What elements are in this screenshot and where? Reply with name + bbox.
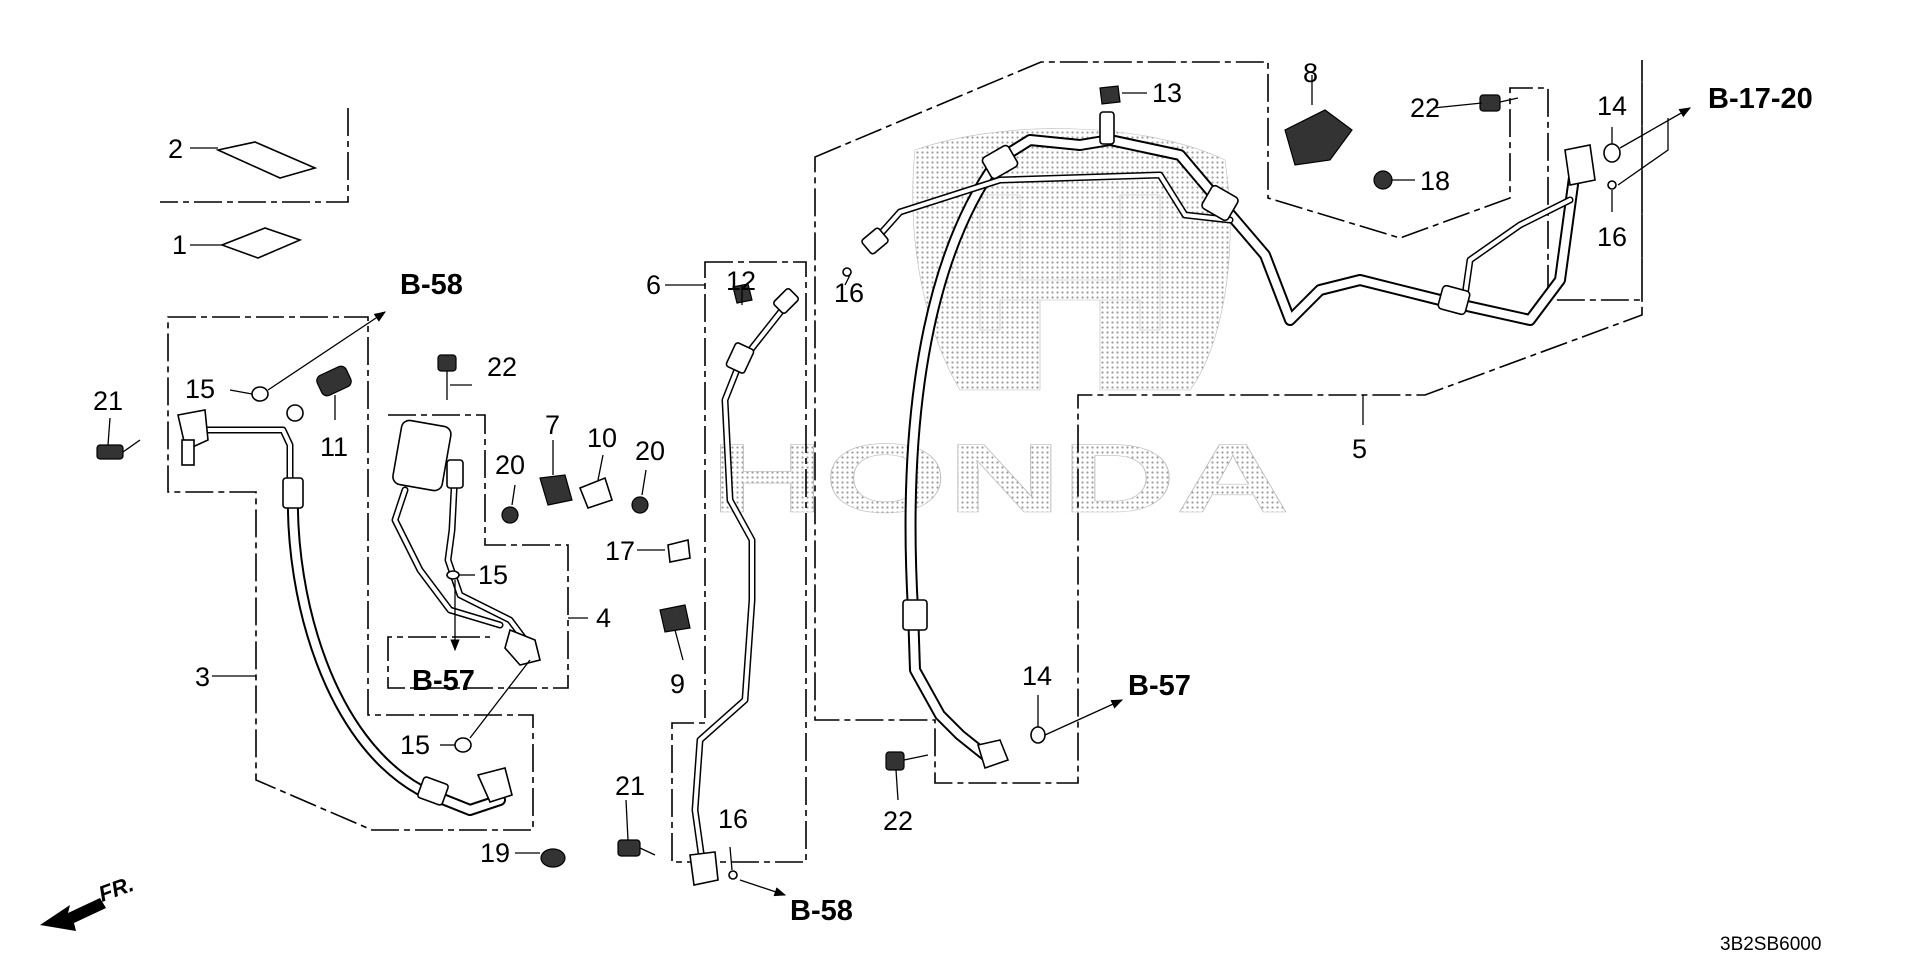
label-sheet-1 (219, 227, 303, 259)
callout-7: 7 (545, 410, 560, 440)
callout-22-lower: 22 (883, 806, 913, 836)
callout-15-low: 15 (400, 730, 430, 760)
callout-2: 2 (168, 134, 183, 164)
callout-14-low: 14 (1022, 661, 1052, 691)
ref-b58-bottom: B-58 (790, 895, 853, 927)
callout-1: 1 (172, 230, 187, 260)
callout-16-top: 16 (834, 278, 864, 308)
group-outlines (160, 60, 1643, 863)
bolt-20-a (501, 506, 519, 524)
o-ring-16-right (1607, 180, 1617, 190)
o-ring-15-mid (446, 570, 460, 580)
callout-16-right: 16 (1597, 222, 1627, 252)
callout-22-top: 22 (1410, 93, 1440, 123)
callout-11: 11 (320, 432, 348, 462)
small-parts (96, 85, 1621, 880)
front-arrow-icon (40, 898, 106, 931)
bolt-22-lower (885, 751, 905, 771)
valve-block-8 (1284, 109, 1353, 166)
callout-14-right: 14 (1597, 91, 1627, 121)
o-ring-14-low (1030, 726, 1046, 744)
callout-20-a: 20 (495, 450, 525, 480)
bolt-18 (1373, 170, 1393, 190)
ref-b57-right: B-57 (1128, 670, 1191, 702)
ref-b58-top: B-58 (400, 269, 463, 301)
callout-15-mid: 15 (478, 560, 508, 590)
front-direction-marker: FR. (40, 871, 137, 931)
bolt-22-top (1479, 94, 1501, 112)
callout-9: 9 (670, 669, 685, 699)
callout-4: 4 (596, 603, 611, 633)
callout-3: 3 (195, 662, 210, 692)
hose-assembly-5 (861, 111, 1596, 770)
watermark-brand-text: HONDA (710, 423, 1290, 533)
o-ring-15-low (454, 737, 472, 753)
callout-18: 18 (1420, 166, 1450, 196)
o-ring-15-top (251, 386, 269, 402)
o-ring-16-top (842, 267, 852, 277)
bolt-20-b (631, 496, 649, 514)
clamp-9 (659, 604, 691, 633)
callout-10: 10 (587, 423, 617, 453)
callout-8: 8 (1303, 58, 1318, 88)
ref-b17-20: B-17-20 (1708, 83, 1813, 115)
bolt-21-left (96, 444, 124, 460)
o-ring-16-low (728, 870, 738, 880)
bolt-21-lower (617, 839, 641, 857)
callout-21-left: 21 (93, 386, 123, 416)
clamp-7 (539, 474, 573, 506)
pressure-switch-11 (316, 365, 352, 397)
label-sheet-2 (215, 141, 318, 179)
callout-20-b: 20 (635, 436, 665, 466)
o-ring-14-right (1603, 143, 1621, 163)
diagram-code: 3B2SB6000 (1720, 934, 1821, 955)
leader-lines (107, 75, 1692, 897)
callout-labels: 2 1 3 4 5 6 7 8 9 10 11 12 13 14 14 15 1… (93, 58, 1627, 868)
pipe-assembly-6 (689, 288, 799, 886)
cap-13 (1099, 85, 1121, 105)
callout-12: 12 (726, 266, 756, 296)
ref-b57-left: B-57 (412, 665, 475, 697)
callout-13: 13 (1152, 78, 1182, 108)
callout-19: 19 (480, 838, 510, 868)
callout-17: 17 (605, 536, 635, 566)
clip-17 (667, 539, 691, 563)
callout-16-low: 16 (718, 804, 748, 834)
callout-15-top: 15 (185, 374, 215, 404)
callout-5: 5 (1352, 434, 1367, 464)
bracket-10 (578, 476, 614, 509)
front-label: FR. (95, 871, 137, 907)
callout-21-lower: 21 (615, 771, 645, 801)
callout-6: 6 (646, 270, 661, 300)
grommet-19 (540, 848, 566, 868)
callout-22-upper: 22 (487, 352, 517, 382)
bolt-22-upper (437, 354, 457, 372)
hose-assembly-3 (177, 404, 513, 816)
reference-labels: B-58 B-58 B-57 B-57 B-17-20 (400, 83, 1813, 927)
